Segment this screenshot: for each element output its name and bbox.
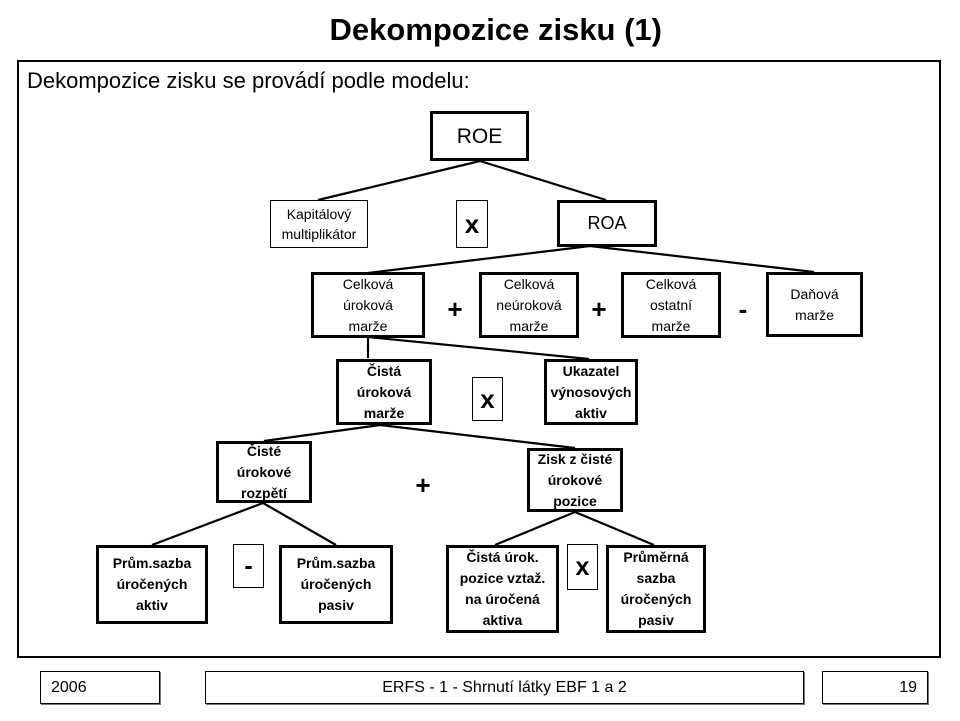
slide-subtitle: Dekompozice zisku se provádí podle model… bbox=[27, 68, 470, 93]
footer-year: 2006 bbox=[40, 671, 160, 704]
node-celkova-ostatni-marze: Celková ostatní marže bbox=[621, 272, 721, 338]
node-celkova-neurokova-marze: Celková neúroková marže bbox=[479, 272, 579, 338]
operator-plus-3: + bbox=[415, 470, 431, 500]
connector-position-left bbox=[494, 510, 576, 547]
operator-plus-2: + bbox=[591, 294, 607, 324]
connector-roa-left bbox=[367, 244, 591, 275]
node-roa: ROA bbox=[557, 200, 657, 247]
connector-roe-multiplier bbox=[317, 159, 481, 202]
node-ciste-urokove-rozpeti: Čisté úrokové rozpětí bbox=[216, 441, 312, 503]
operator-times-3: x bbox=[567, 544, 598, 590]
node-ukazatel-vynosovych-aktiv: Ukazatel výnosových aktiv bbox=[544, 359, 638, 425]
slide-title: Dekompozice zisku (1) bbox=[329, 12, 662, 47]
node-celkova-urokova-marze: Celková úroková marže bbox=[311, 272, 425, 338]
connector-net-margin-right bbox=[379, 423, 576, 450]
node-cista-urokova-marze: Čistá úroková marže bbox=[336, 359, 432, 425]
node-roe: ROE bbox=[430, 111, 529, 161]
operator-minus-1: - bbox=[738, 294, 748, 324]
operator-times-2: x bbox=[472, 377, 503, 421]
connector-roa-right bbox=[589, 244, 815, 274]
node-zisk-z-ciste-urokove-pozice: Zisk z čisté úrokové pozice bbox=[527, 448, 623, 512]
connector-position-right bbox=[574, 510, 655, 547]
node-danova-marze: Daňová marže bbox=[766, 272, 863, 337]
node-cista-urok-pozice: Čistá úrok. pozice vztaž. na úročená akt… bbox=[446, 545, 559, 633]
connector-margin-right bbox=[367, 335, 590, 361]
operator-minus-2: - bbox=[233, 544, 264, 588]
connector-spread-left bbox=[151, 501, 264, 547]
connector-spread-right bbox=[262, 502, 337, 546]
operator-times-1: x bbox=[456, 200, 488, 248]
node-prumerna-sazba-urocenych-pasiv: Průměrná sazba úročených pasiv bbox=[606, 545, 706, 633]
footer-page-number: 19 bbox=[822, 671, 928, 704]
connector-net-margin-left bbox=[263, 423, 381, 443]
footer-title: ERFS - 1 - Shrnutí látky EBF 1 a 2 bbox=[205, 671, 804, 704]
slide-frame bbox=[17, 60, 941, 658]
connector-roe-roa bbox=[479, 159, 607, 202]
operator-plus-1: + bbox=[447, 294, 463, 324]
node-prum-sazba-urocenych-aktiv: Prům.sazba úročených aktiv bbox=[96, 545, 208, 624]
node-kapitalovy-multiplikator: Kapitálový multiplikátor bbox=[270, 200, 368, 248]
node-prum-sazba-urocenych-pasiv: Prům.sazba úročených pasiv bbox=[279, 545, 393, 624]
